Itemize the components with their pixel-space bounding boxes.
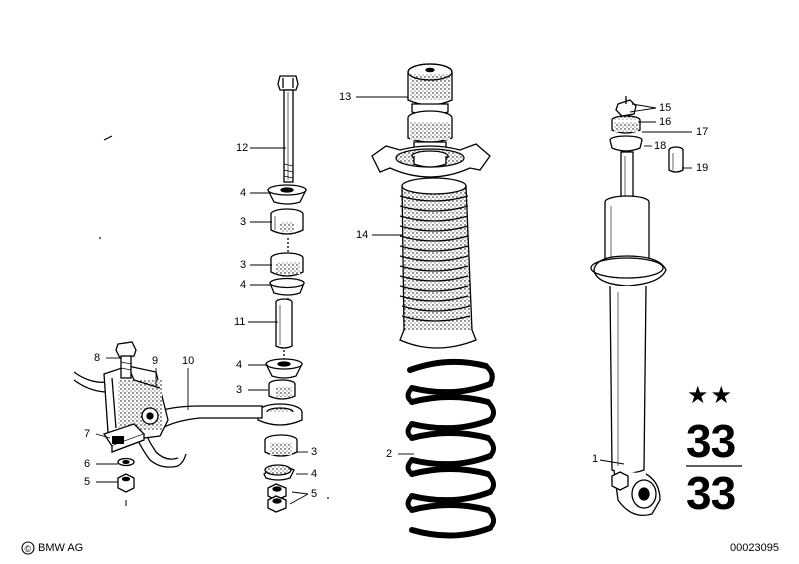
stray-dot bbox=[99, 237, 101, 239]
stray-dot-2 bbox=[327, 497, 329, 499]
callout-9: 9 bbox=[152, 355, 159, 367]
callout-19: 19 bbox=[696, 162, 709, 174]
brand-label: BMW AG bbox=[38, 542, 84, 554]
callout-2: 2 bbox=[386, 448, 393, 460]
callout-3-b: 3 bbox=[240, 259, 247, 271]
group-number-bottom: 33 bbox=[686, 467, 736, 519]
washer-4-b bbox=[269, 277, 305, 296]
bracket-9 bbox=[103, 365, 169, 441]
callout-10: 10 bbox=[182, 355, 195, 367]
shock-absorber-1 bbox=[590, 96, 667, 517]
bolt-12 bbox=[277, 75, 299, 183]
callout-17: 17 bbox=[696, 126, 709, 138]
callout-14: 14 bbox=[356, 229, 369, 241]
callout-5-b: 5 bbox=[311, 488, 318, 500]
washer-4-c bbox=[265, 358, 303, 379]
image-number: 00023095 bbox=[730, 542, 779, 554]
callout-7: 7 bbox=[84, 428, 91, 440]
callout-12: 12 bbox=[236, 142, 249, 154]
spacer-tube-11 bbox=[275, 298, 293, 349]
callout-6: 6 bbox=[84, 458, 91, 470]
callout-15: 15 bbox=[659, 102, 672, 114]
protective-boot-14 bbox=[399, 177, 477, 349]
callout-3-d: 3 bbox=[311, 446, 318, 458]
stabilizer-bar-eye bbox=[257, 403, 303, 426]
callout-8: 8 bbox=[94, 352, 101, 364]
rubber-bush-3-a bbox=[270, 208, 304, 235]
callout-3-c: 3 bbox=[236, 384, 243, 396]
rubber-bush-3-c bbox=[268, 379, 296, 400]
callout-4-c: 4 bbox=[236, 359, 243, 371]
callout-3-a: 3 bbox=[240, 216, 247, 228]
rubber-bush-3-b bbox=[270, 252, 304, 277]
rubber-bush-3-d bbox=[264, 434, 298, 457]
stabilizer-link-assembly bbox=[257, 75, 307, 513]
leader-lines bbox=[95, 96, 692, 505]
sleeve-19 bbox=[668, 146, 684, 173]
callout-13: 13 bbox=[339, 91, 352, 103]
callout-18: 18 bbox=[654, 140, 667, 152]
washer-4-d bbox=[263, 464, 295, 481]
callout-4-b: 4 bbox=[240, 279, 247, 291]
callout-4-a: 4 bbox=[240, 187, 247, 199]
callout-11: 11 bbox=[234, 316, 246, 328]
rubber-buffer-13 bbox=[407, 63, 453, 154]
copyright-symbol bbox=[21, 541, 35, 555]
washer-6-and-nut-5-left bbox=[117, 457, 135, 493]
callout-5-a: 5 bbox=[84, 476, 91, 488]
bolt-8 bbox=[115, 341, 137, 379]
group-number-top: 33 bbox=[686, 415, 736, 467]
stray-mark bbox=[103, 135, 113, 141]
callout-1: 1 bbox=[592, 453, 599, 465]
clamp-7 bbox=[102, 423, 146, 453]
coil-spring-2 bbox=[405, 358, 496, 539]
washer-4-top bbox=[267, 184, 307, 205]
nuts-5-right bbox=[267, 483, 287, 513]
callout-16: 16 bbox=[659, 116, 672, 128]
spring-seat bbox=[371, 143, 491, 178]
callout-4-d: 4 bbox=[311, 468, 318, 480]
group-stars: ★★ bbox=[687, 382, 735, 409]
copyright-glyph: © bbox=[24, 544, 32, 554]
